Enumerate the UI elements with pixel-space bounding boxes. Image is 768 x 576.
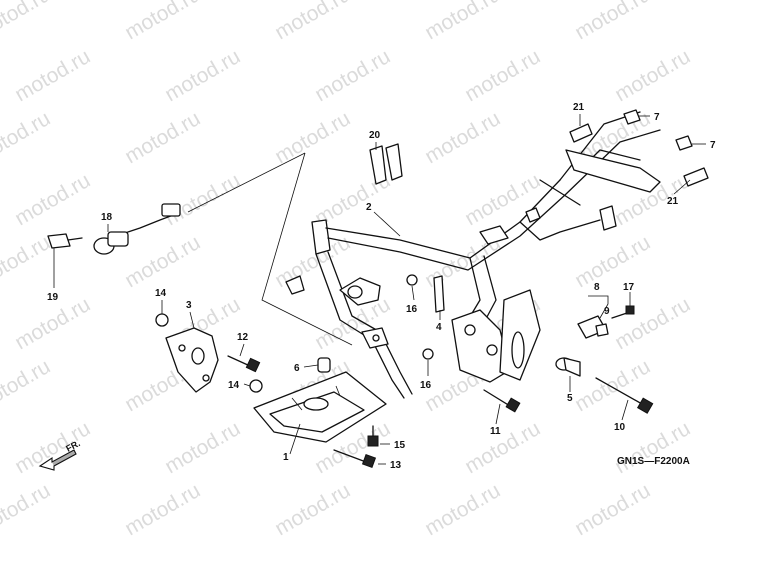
bolt-13 — [333, 449, 377, 469]
watermark-text: motod.ru — [161, 417, 244, 478]
watermark-text: motod.ru — [0, 479, 54, 540]
watermark-text: motod.ru — [461, 417, 544, 478]
collar — [317, 357, 331, 373]
callout-6: 6 — [294, 363, 300, 374]
watermark-text: motod.ru — [271, 479, 354, 540]
frame-body — [187, 111, 661, 399]
rubber-21-upper — [569, 123, 593, 143]
callout-15: 15 — [394, 440, 406, 451]
bolt-11 — [483, 389, 521, 413]
leader-lines — [53, 114, 706, 465]
diagram-code: GN1S—F2200A — [617, 456, 690, 467]
watermark-text: motod.ru — [121, 479, 204, 540]
watermark-text: motod.ru — [271, 0, 354, 44]
watermark-text: motod.ru — [121, 231, 204, 292]
watermark-text: motod.ru — [571, 479, 654, 540]
watermark-text: motod.ru — [161, 45, 244, 106]
callout-8: 8 — [594, 282, 600, 293]
nut-16-upper — [406, 274, 418, 286]
side-bracket — [165, 327, 219, 393]
callout-1: 1 — [283, 452, 289, 463]
nut-14-lower — [249, 379, 263, 393]
callout-4: 4 — [436, 322, 442, 333]
nut-7-upper — [623, 109, 641, 125]
watermark-text: motod.ru — [11, 169, 94, 230]
watermark-text: motod.ru — [421, 0, 504, 44]
nut-16-lower — [422, 348, 434, 360]
watermark-text: motod.ru — [421, 107, 504, 168]
watermark-text: motod.ru — [0, 107, 54, 168]
callout-2: 2 — [366, 202, 372, 213]
nut-14-upper — [155, 313, 169, 327]
bracket-4 — [433, 275, 445, 313]
callout-13: 13 — [390, 460, 402, 471]
callouts: 1 2 3 4 5 6 7 7 8 9 10 11 12 13 14 14 15… — [47, 102, 716, 471]
pivot-collar — [555, 357, 581, 377]
callout-21-upper: 21 — [573, 102, 585, 113]
watermark-text: motod.ru — [271, 107, 354, 168]
watermark-text: motod.ru — [571, 231, 654, 292]
callout-14-lower: 14 — [228, 380, 240, 391]
watermark-text: motod.ru — [0, 0, 54, 44]
rubber-21-lower — [683, 167, 709, 187]
callout-14-upper: 14 — [155, 288, 167, 299]
nut-15 — [367, 425, 379, 447]
callout-17: 17 — [623, 282, 635, 293]
callout-7-upper: 7 — [654, 112, 660, 123]
watermark-text: motod.ru — [121, 0, 204, 44]
callout-16-upper: 16 — [406, 304, 418, 315]
watermark-text: motod.ru — [611, 293, 694, 354]
callout-9: 9 — [604, 306, 610, 317]
callout-7-lower: 7 — [710, 140, 716, 151]
watermark-text: motod.ru — [121, 107, 204, 168]
callout-5: 5 — [567, 393, 573, 404]
callout-11: 11 — [490, 426, 501, 437]
nut-7-lower — [675, 135, 693, 151]
watermark-text: motod.ru — [461, 45, 544, 106]
cable-clamp — [369, 143, 403, 185]
ignition-switch — [93, 203, 181, 255]
callout-12: 12 — [237, 332, 249, 343]
callout-16-lower: 16 — [420, 380, 432, 391]
bolt-12 — [227, 355, 261, 373]
bolt-17 — [611, 305, 635, 319]
callout-10: 10 — [614, 422, 626, 433]
watermark-text: motod.ru — [571, 0, 654, 44]
callout-20: 20 — [369, 130, 381, 141]
watermark-text: motod.ru — [311, 45, 394, 106]
callout-3: 3 — [186, 300, 192, 311]
watermark-text: motod.ru — [11, 45, 94, 106]
key — [47, 233, 83, 249]
watermark-text: motod.ru — [611, 45, 694, 106]
watermark-text: motod.ru — [0, 355, 54, 416]
watermark-text: motod.ru — [421, 479, 504, 540]
callout-18: 18 — [101, 212, 113, 223]
callout-21-lower: 21 — [667, 196, 679, 207]
pivot-bolt — [595, 377, 654, 414]
watermark-text: motod.ru — [0, 231, 54, 292]
washer-9 — [595, 323, 609, 337]
watermark-text: motod.ru — [161, 169, 244, 230]
skid-plate — [253, 371, 387, 443]
callout-19: 19 — [47, 292, 59, 303]
